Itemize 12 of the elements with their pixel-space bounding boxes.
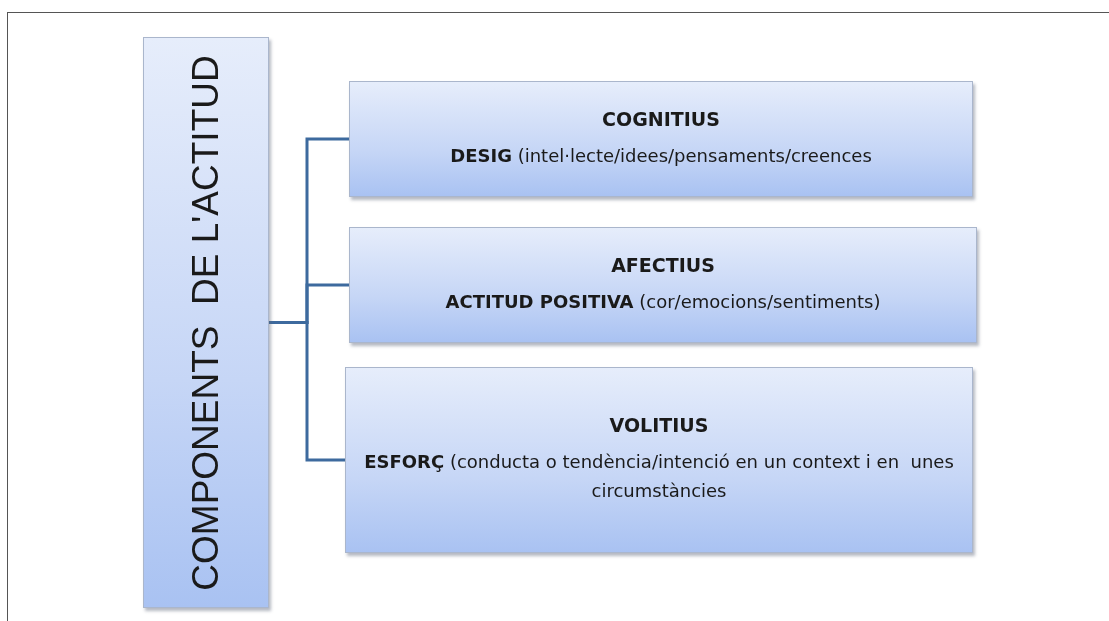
component-heading: AFECTIUS: [611, 253, 715, 276]
component-description: DESIG (intel·lecte/idees/pensaments/creences: [450, 143, 872, 168]
component-box: [349, 227, 977, 343]
component-box: [345, 367, 973, 553]
title-box: [143, 37, 269, 608]
component-heading: VOLITIUS: [609, 414, 709, 437]
component-box: [349, 81, 973, 197]
component-description: ESFORÇ (conducta o tendència/intenció en un context i en unes circumstàncies: [363, 450, 955, 503]
component-heading: COGNITIUS: [602, 107, 720, 130]
component-description: ACTITUD POSITIVA (cor/emocions/sentiments): [445, 289, 881, 314]
vertical-title: COMPONENTS DE L'ACTITUD: [185, 54, 227, 591]
connector-line: [269, 321, 345, 462]
